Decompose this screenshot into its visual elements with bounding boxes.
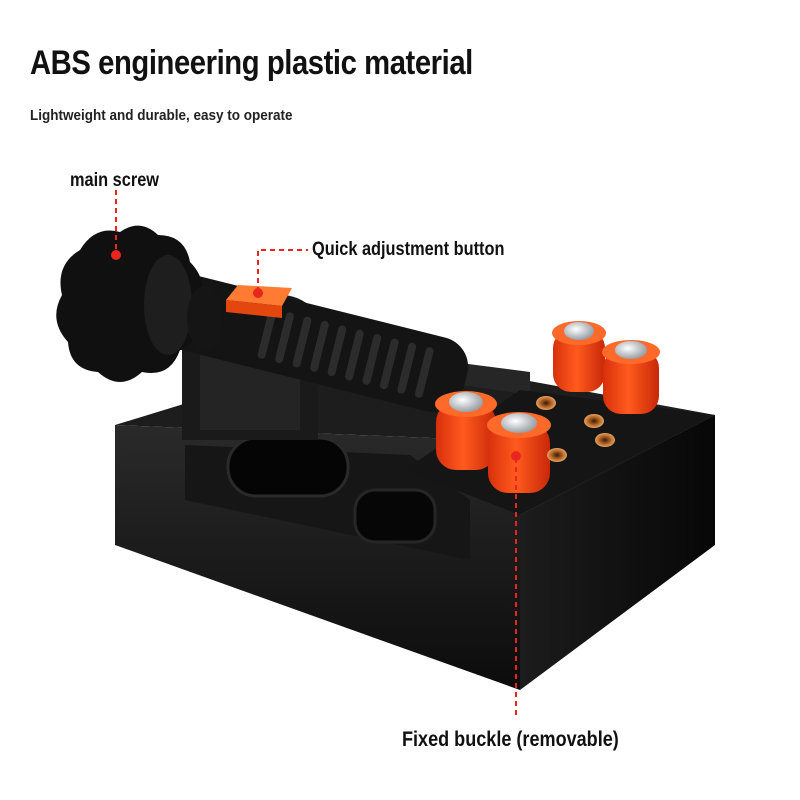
callout-main-screw: main screw [70,170,160,191]
brass-insert [584,414,604,428]
peg-front-left [435,391,497,470]
main-screw-dot [111,250,121,260]
headline: ABS engineering plastic material [30,44,473,82]
peg-back-left [552,321,606,392]
callout-quick-adjustment: Quick adjustment button [312,239,505,260]
fixed-buckle-dot [511,451,521,461]
fixed-buckle-pegs [435,321,660,493]
brass-insert [547,448,567,462]
callout-markers [115,190,517,716]
subheadline: Lightweight and durable, easy to operate [30,107,293,124]
brass-insert [595,433,615,447]
brass-insert [536,396,556,410]
callout-fixed-buckle: Fixed buckle (removable) [402,728,619,751]
quick-adjustment-dot [253,288,263,298]
main-screw-knob [56,225,223,382]
peg-back-right [602,340,660,414]
vise-base [115,350,715,690]
quick-adjustment-leader [257,249,308,292]
peg-front-right [487,412,551,493]
